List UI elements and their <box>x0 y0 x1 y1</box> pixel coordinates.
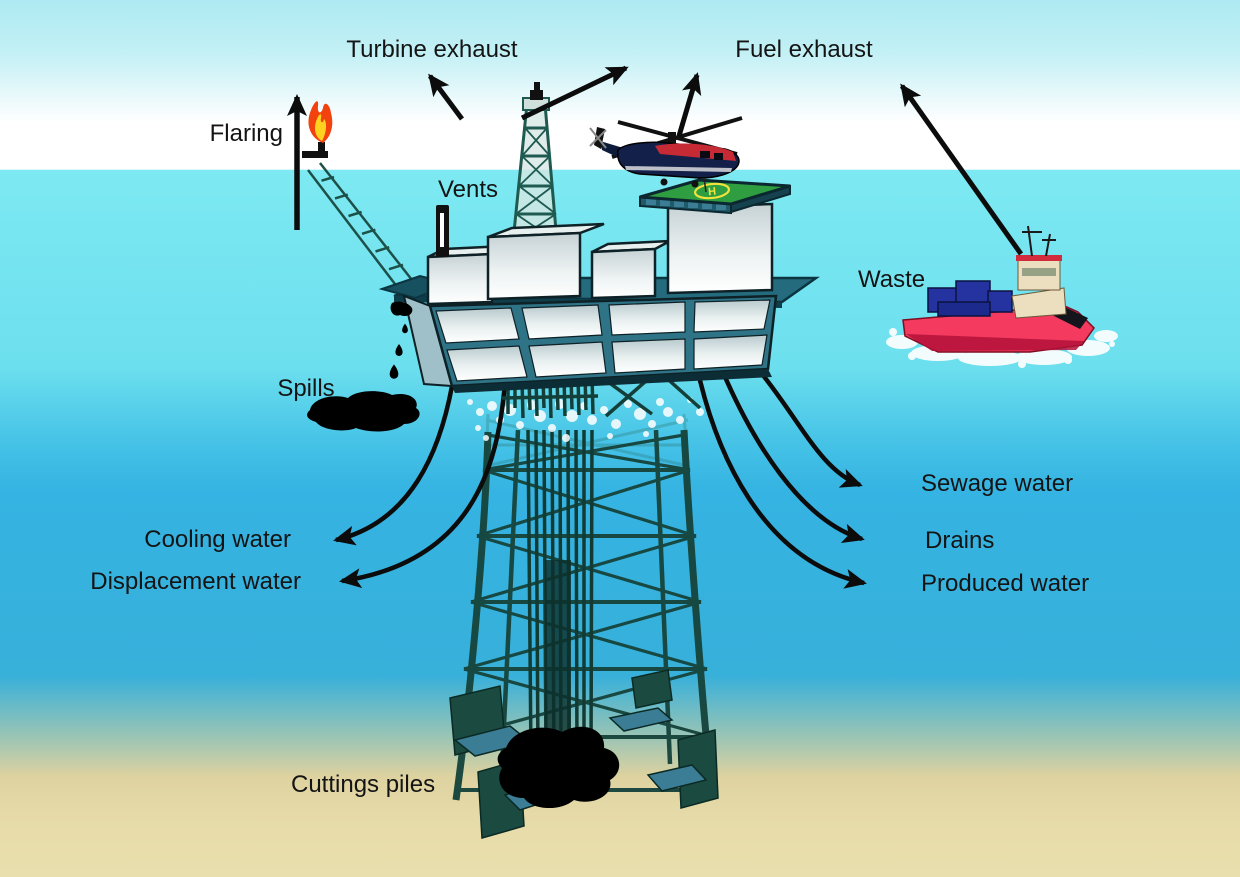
cooling-water-arrow <box>333 385 455 546</box>
flare-boom <box>302 101 413 289</box>
sewage-water-label: Sewage water <box>921 470 1073 497</box>
vents-label: Vents <box>438 176 498 203</box>
mudmats <box>449 669 719 839</box>
turbine-exhaust-arrow <box>427 73 465 121</box>
waste-arrow <box>899 83 1024 256</box>
waste-supply-ship <box>886 225 1118 368</box>
fuel-exhaust-arrow-helicopter <box>676 72 702 137</box>
helicopter <box>589 116 743 193</box>
oil-spill <box>307 301 420 432</box>
drains-arrow <box>719 369 865 543</box>
flaring-label: Flaring <box>210 120 283 147</box>
deck-panels <box>435 299 771 382</box>
cooling-water-label: Cooling water <box>144 526 291 553</box>
waste-label: Waste <box>858 266 925 293</box>
cuttings-piles-label: Cuttings piles <box>291 771 435 798</box>
helipad: H <box>639 178 791 215</box>
ship-wake <box>886 328 1118 368</box>
discharge-curves <box>333 367 867 589</box>
fuel-exhaust-label: Fuel exhaust <box>735 36 873 63</box>
turbine-exhaust-label: Turbine exhaust <box>346 36 518 63</box>
produced-water-label: Produced water <box>921 570 1089 597</box>
oil-slick <box>307 391 420 432</box>
fuel-exhaust-arrow-platform <box>520 65 629 121</box>
displacement-water-label: Displacement water <box>90 568 301 595</box>
helipad-h-marking: H <box>708 186 717 199</box>
ship-containers <box>927 280 1013 317</box>
cuttings-pile <box>497 726 620 809</box>
spills-label: Spills <box>277 375 334 402</box>
vent-stack <box>436 205 449 257</box>
ship-superstructure <box>1011 225 1067 319</box>
displacement-water-arrow <box>339 381 508 589</box>
produced-water-arrow <box>695 371 867 589</box>
deck-modules <box>426 202 774 306</box>
drains-label: Drains <box>925 527 994 554</box>
sewage-water-arrow <box>756 367 863 488</box>
